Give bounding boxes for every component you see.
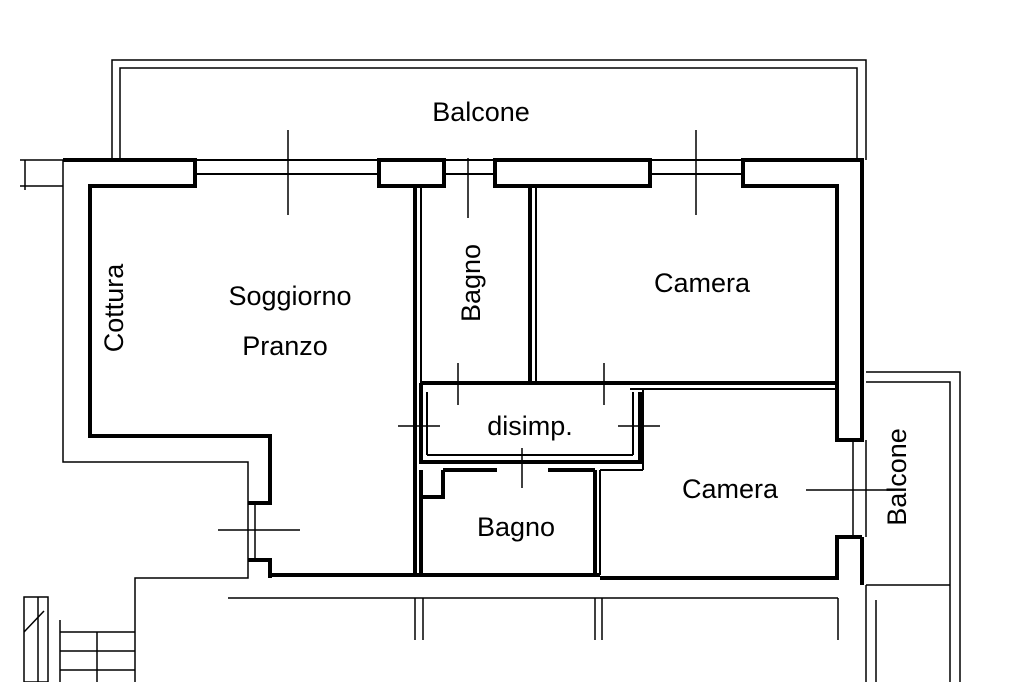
room-label-balcone-top: Balcone [432, 97, 530, 127]
interior-walls [413, 186, 837, 575]
lower-units [23, 585, 877, 682]
exterior-walls [63, 158, 864, 585]
room-label-disimp: disimp. [487, 411, 573, 441]
room-label-bagno-bottom: Bagno [477, 512, 555, 542]
opening-marks [218, 130, 895, 560]
room-label-camera-bottom: Camera [682, 474, 779, 504]
room-label-cottura: Cottura [99, 263, 129, 353]
balcony-right-railing [866, 371, 961, 682]
room-label-soggiorno: Soggiorno [228, 281, 351, 311]
room-label-pranzo: Pranzo [242, 331, 328, 361]
balcony-top-railing [111, 59, 867, 160]
room-label-balcone-right: Balcone [882, 428, 912, 526]
outer-face-lines [20, 159, 867, 682]
room-label-bagno-top: Bagno [456, 244, 486, 322]
room-label-camera-top: Camera [654, 268, 751, 298]
